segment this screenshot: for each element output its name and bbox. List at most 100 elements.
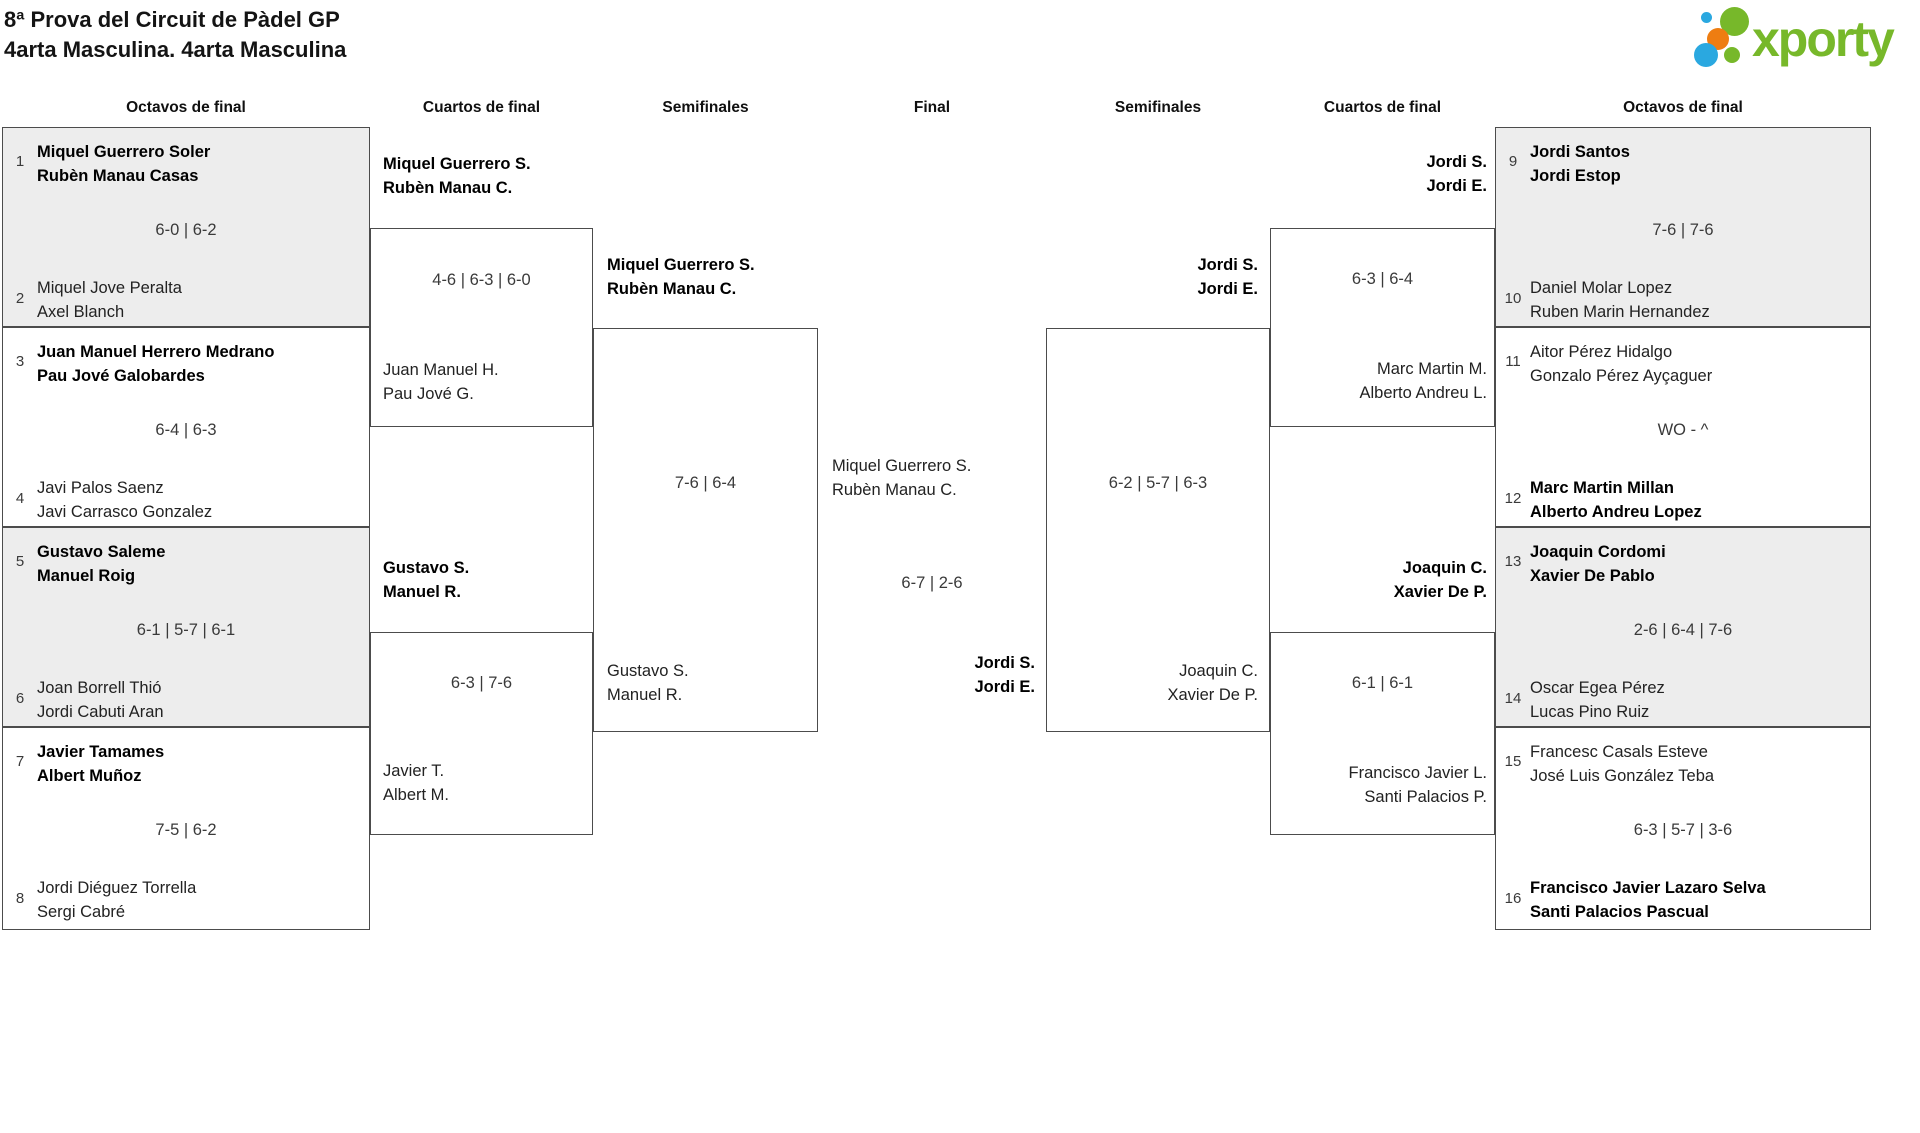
round-header-cuartos-right: Cuartos de final xyxy=(1323,99,1442,116)
team-line: Pau Jové Galobardes xyxy=(37,367,205,385)
seed-number: 5 xyxy=(15,553,25,570)
match-cuartos-left-2[interactable] xyxy=(370,632,593,835)
tournament-title-line1: 8ª Prova del Circuit de Pàdel GP xyxy=(4,7,340,32)
team-line: Jordi Diéguez Torrella xyxy=(37,879,197,897)
team-names: Marc Martin M.Alberto Andreu L. xyxy=(1270,357,1487,405)
team-line: Marc Martin Millan xyxy=(1530,479,1674,497)
team-line: Jordi E. xyxy=(1426,177,1487,195)
team-line: Marc Martin M. xyxy=(1376,360,1487,378)
team-line: Miquel Guerrero S. xyxy=(383,155,531,173)
team-line: Francesc Casals Esteve xyxy=(1530,743,1708,761)
team-names: Javier T.Albert M. xyxy=(383,759,449,807)
team-line: Manuel R. xyxy=(383,583,461,601)
logo-dot-icon xyxy=(1701,12,1712,23)
match-score: 7-6 | 6-4 xyxy=(674,474,737,492)
seed-number: 9 xyxy=(1508,153,1518,170)
team-line: Rubèn Manau C. xyxy=(607,280,737,298)
team-line: Pau Jové G. xyxy=(383,385,474,403)
team-line: Xavier De P. xyxy=(1393,583,1487,601)
team-line: Rubèn Manau Casas xyxy=(37,167,199,185)
round-header-semis-left: Semifinales xyxy=(662,99,749,116)
team-line: Jordi S. xyxy=(1197,256,1258,274)
seed-number: 11 xyxy=(1505,353,1521,370)
seed-number: 6 xyxy=(15,690,25,707)
match-score: 6-1 | 5-7 | 6-1 xyxy=(136,621,236,639)
team-line: Manuel Roig xyxy=(37,567,136,585)
tournament-title: 8ª Prova del Circuit de Pàdel GP 4arta M… xyxy=(4,5,346,65)
team-line: Miquel Jove Peralta xyxy=(37,279,182,297)
match-cuartos-right-2[interactable] xyxy=(1270,632,1495,835)
team-line: Jordi S. xyxy=(1426,153,1487,171)
team-line: Albert Muñoz xyxy=(37,767,142,785)
brand-wordmark: xporty xyxy=(1752,11,1895,67)
team-line: Joaquin Cordomi xyxy=(1530,543,1666,561)
team-names: Miquel Guerrero S. Rubèn Manau C. xyxy=(383,152,531,200)
team-names: Miquel Guerrero S. Rubèn Manau C. xyxy=(607,253,755,301)
team-line: Alberto Andreu Lopez xyxy=(1530,503,1702,521)
team-line: Sergi Cabré xyxy=(37,903,126,921)
logo-dot-icon xyxy=(1694,43,1718,67)
team-line: Joaquin C. xyxy=(1402,559,1487,577)
seed-number: 2 xyxy=(15,290,25,307)
team-names: Jordi S. Jordi E. xyxy=(1046,253,1258,301)
match-score: 6-7 | 2-6 xyxy=(901,574,963,592)
team-line: Jordi Santos xyxy=(1530,143,1630,161)
team-line: Javi Carrasco Gonzalez xyxy=(37,503,213,521)
team-names: Juan Manuel H.Pau Jové G. xyxy=(383,358,499,406)
team-line: Javier Tamames xyxy=(37,743,165,761)
team-line: Jordi Cabuti Aran xyxy=(37,703,164,721)
team-line: Axel Blanch xyxy=(37,303,125,321)
team-line: Miquel Guerrero Soler xyxy=(37,143,211,161)
team-names: Joaquin C. Xavier De P. xyxy=(1270,556,1487,604)
team-line: Joaquin C. xyxy=(1179,662,1258,680)
team-names: Francisco Javier L.Santi Palacios P. xyxy=(1270,761,1487,809)
team-line: Jordi Estop xyxy=(1530,167,1621,185)
seed-number: 16 xyxy=(1504,890,1522,907)
team-line: Jordi E. xyxy=(974,678,1035,696)
round-header-semis-right: Semifinales xyxy=(1114,99,1202,116)
match-score: 7-6 | 7-6 xyxy=(1652,221,1714,239)
round-header-cuartos-left: Cuartos de final xyxy=(422,99,541,116)
team-names: Gustavo S.Manuel R. xyxy=(607,659,689,707)
match-score: 6-3 | 7-6 xyxy=(450,674,513,692)
team-line: Francisco Javier Lazaro Selva xyxy=(1530,879,1766,897)
match-cuartos-left-1[interactable] xyxy=(370,228,593,427)
team-line: Lucas Pino Ruiz xyxy=(1530,703,1650,721)
match-semifinal-right[interactable] xyxy=(1046,328,1270,732)
match-score: 2-6 | 6-4 | 7-6 xyxy=(1633,621,1733,639)
match-semifinal-left[interactable] xyxy=(593,328,818,732)
match-score: 7-5 | 6-2 xyxy=(155,821,217,839)
round-header-octavos-left: Octavos de final xyxy=(126,99,246,116)
xporty-logo[interactable]: xporty xyxy=(1686,2,1918,82)
match-score: 6-3 | 6-4 xyxy=(1351,270,1414,288)
match-score: WO - ^ xyxy=(1657,421,1709,439)
match-score: 6-1 | 6-1 xyxy=(1351,674,1414,692)
seed-number: 4 xyxy=(15,490,25,507)
team-line: Miquel Guerrero S. xyxy=(607,256,755,274)
match-cuartos-right-1[interactable] xyxy=(1270,228,1495,427)
seed-number: 3 xyxy=(15,353,25,370)
team-line: Gustavo S. xyxy=(383,559,470,577)
seed-number: 7 xyxy=(15,753,25,770)
match-score: 4-6 | 6-3 | 6-0 xyxy=(432,271,531,289)
team-line: Jordi S. xyxy=(974,654,1035,672)
team-line: Rubèn Manau C. xyxy=(383,179,513,197)
team-line: Jordi E. xyxy=(1197,280,1258,298)
seed-number: 15 xyxy=(1504,753,1522,770)
